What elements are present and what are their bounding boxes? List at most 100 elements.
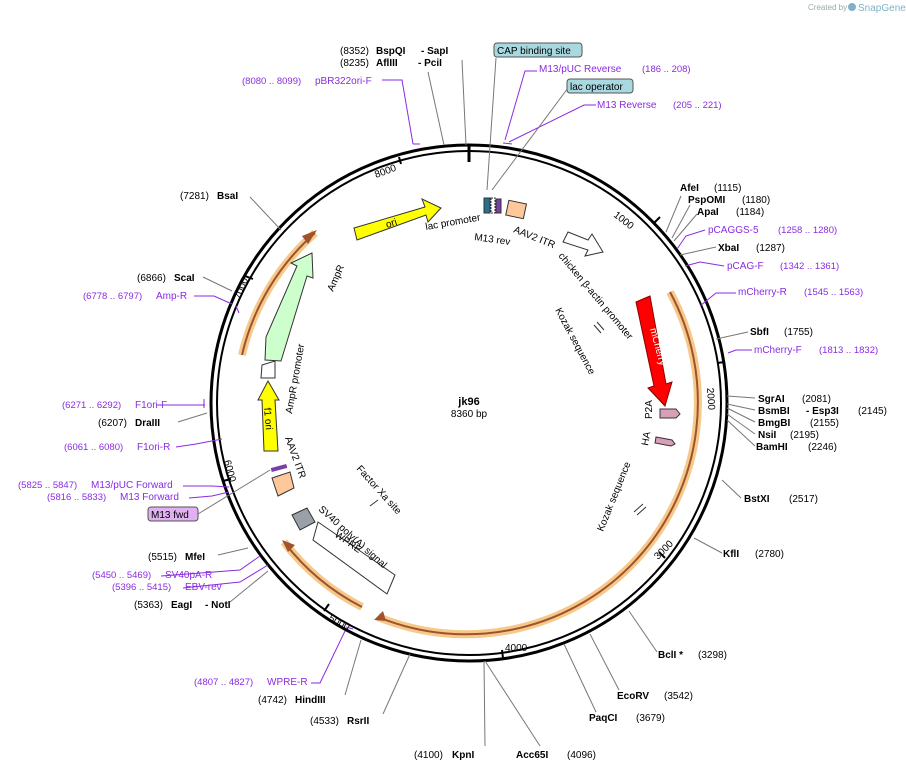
leader-line: [726, 419, 756, 447]
tick-label-7000: 7000: [233, 276, 252, 301]
leader-line: [721, 479, 742, 499]
credit-prefix: Created by: [808, 3, 847, 12]
primer-leader: [727, 349, 752, 354]
tick-mark: [658, 551, 666, 559]
leader-line: [679, 246, 717, 256]
snapgene-logo-icon: [848, 3, 856, 11]
ha-feature: [654, 436, 676, 447]
primer-pbr322-name: pBR322ori-F: [315, 76, 372, 87]
primer-leaders: [157, 70, 752, 684]
tick-mark: [653, 216, 661, 224]
site-xbai-position: (1287): [756, 243, 785, 254]
leader-line: [563, 643, 597, 713]
aav2-itr-top-label: AAV2 ITR: [512, 225, 557, 252]
ori-feature: [353, 198, 442, 241]
mcherry-feature: [635, 295, 673, 407]
primer-leader: [504, 70, 537, 141]
factor-xa-feature: [369, 499, 379, 507]
site-kfli-name: KflI: [723, 549, 739, 560]
site-xbai-name: XbaI: [718, 243, 739, 254]
leader-line: [427, 71, 445, 146]
site-eagi-position: (5363): [134, 600, 163, 611]
primer-ebv-rev-name: EBV-rev: [185, 582, 222, 593]
site-draiii-name: DraIII: [135, 418, 160, 429]
plasmid-name: jk96: [457, 396, 479, 408]
kozak-1-label: Kozak sequence: [552, 306, 597, 377]
tick-mark: [244, 275, 254, 280]
site-bstxi-name: BstXI: [744, 494, 770, 505]
p2a-feature: [659, 408, 681, 419]
leader-line: [491, 87, 569, 191]
f1-ori-feature: [257, 379, 280, 452]
tick-label-8000: 8000: [373, 163, 398, 181]
backbone: [209, 143, 729, 663]
leader-line: [589, 633, 620, 691]
leader-line: [202, 276, 233, 292]
site-kfli-position: (2780): [755, 549, 784, 560]
leader-line: [715, 331, 749, 340]
primer-leader: [699, 292, 736, 307]
m13-rev-label: M13 rev: [474, 232, 511, 248]
leader-line: [483, 660, 486, 747]
primer-mcherry-r-position: (1545 .. 1563): [804, 287, 863, 298]
primer-mark: [235, 305, 240, 314]
primer-m13-rev-position: (205 .. 221): [673, 100, 722, 111]
m13-fwd-box: [147, 506, 199, 522]
site-paqci-name: PaqCI: [589, 713, 618, 724]
primer-amp-r-name: Amp-R: [156, 291, 187, 302]
site-mfei-position: (5515): [148, 552, 177, 563]
tick-label-4000: 4000: [505, 643, 528, 654]
amp-promoter-feature: [260, 360, 276, 379]
site-bsai-position: (7281): [180, 191, 209, 202]
primer-wpre-r-name: WPRE-R: [267, 677, 308, 688]
ori-label: ori: [385, 217, 399, 231]
primer-leader: [188, 491, 230, 499]
primer-pcaggs5-position: (1258 .. 1280): [778, 225, 837, 236]
leader-line: [628, 610, 658, 653]
site-bcli-position: (3298): [698, 650, 727, 661]
primers: (8080 .. 8099) pBR322ori-F M13/pUC Rever…: [18, 64, 878, 688]
orf-tracks: [238, 229, 702, 639]
site-nsii-name: NsiI: [758, 430, 777, 441]
tick-mark: [323, 603, 330, 612]
orf-arrow-icon: [282, 540, 295, 552]
amp-promoter-label: AmpR promoter: [284, 342, 307, 414]
primer-f1ori-f-position: (6271 .. 6292): [62, 400, 121, 411]
leader-line: [177, 412, 208, 423]
m13-rev-feature: [495, 198, 502, 214]
leader-line: [726, 407, 756, 423]
lac-operator-label: lac operator: [570, 82, 623, 93]
primer-pbr322-position: (8080 .. 8099): [242, 76, 301, 87]
site-rsrii-name: RsrII: [347, 716, 369, 727]
ampr-feature: [264, 252, 314, 362]
p2a-label: P2A: [644, 400, 655, 419]
kozak-1-feature: [596, 321, 605, 331]
site-bspqi-name: BspQI: [376, 46, 406, 57]
primer-pcaggs5-name: pCAGGS-5: [708, 225, 759, 236]
orf-line-upper-left: [241, 232, 316, 356]
site-afei-name: AfeI: [680, 183, 699, 194]
site-bspqi-position: (8352): [340, 46, 369, 57]
primer-leader: [183, 485, 230, 488]
primer-sv40pa-r-name: SV40pA-R: [165, 570, 212, 581]
tick-label-1000: 1000: [611, 210, 636, 233]
primer-f1ori-r-name: F1ori-R: [137, 442, 170, 453]
orf-arrow-icon: [302, 230, 317, 244]
cap-binding-label: CAP binding site: [497, 46, 571, 57]
primer-leader: [182, 564, 269, 589]
site-afliii-position: (8235): [340, 58, 369, 69]
primer-m13-fwd-name: M13 Forward: [120, 492, 179, 503]
site-nsii-position: (2195): [790, 430, 819, 441]
leader-line: [382, 653, 411, 715]
primer-pcagf-position: (1342 .. 1361): [780, 261, 839, 272]
site-leaders: [177, 59, 756, 747]
primer-leader: [382, 79, 414, 145]
primer-leader: [676, 229, 706, 250]
primer-mcherry-f-name: mCherry-F: [754, 345, 802, 356]
primer-amp-r-position: (6778 .. 6797): [83, 291, 142, 302]
plasmid-length: 8360 bp: [451, 409, 488, 420]
site-ecorv-name: EcoRV: [617, 691, 649, 702]
ha-label: HA: [640, 431, 653, 447]
credit-brand: SnapGene: [858, 3, 906, 14]
